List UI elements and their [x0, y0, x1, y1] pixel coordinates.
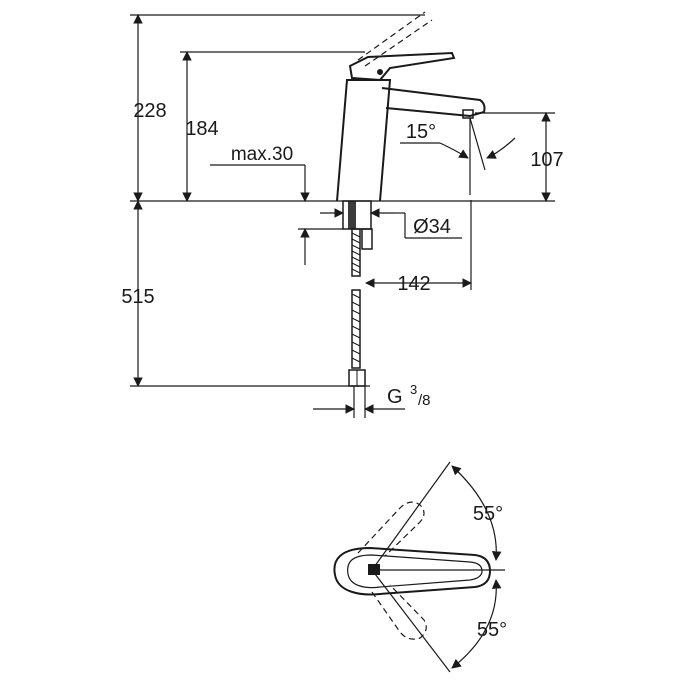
label-thread-g: G	[387, 386, 403, 408]
label-d34: Ø34	[413, 216, 451, 238]
dim-spout-height: 184	[180, 51, 365, 202]
hose-upper	[351, 228, 361, 277]
faucet-spout	[381, 87, 486, 118]
label-228: 228	[133, 100, 166, 122]
arc-lower	[451, 579, 502, 669]
dim-hole-diameter: Ø34	[320, 208, 462, 239]
faucet-top-view: 55° 55°	[333, 461, 507, 673]
dim-spout-angle: 15°	[400, 117, 516, 195]
mounting-nut	[342, 200, 372, 230]
dim-hose-length: 515	[121, 200, 370, 387]
lever-lifted-outline	[357, 11, 426, 61]
label-max30: max.30	[231, 144, 293, 165]
upper-reference-line	[371, 461, 451, 571]
handle-top-outline	[333, 546, 492, 596]
dim-thread: G 3 /8	[313, 382, 431, 418]
handle-top-inner	[347, 554, 483, 589]
dim-projection: 142	[365, 200, 472, 295]
lever-lifted-outline-2	[364, 19, 433, 67]
lever-handle	[348, 51, 456, 82]
faucet-body	[336, 79, 392, 202]
hose-braid-lower	[351, 293, 361, 363]
arc-upper	[451, 465, 502, 561]
dim-total-height: 228	[130, 14, 425, 202]
handle-rotated-down	[371, 584, 427, 640]
handle-pivot	[377, 69, 383, 75]
cold-connector	[361, 228, 373, 250]
label-184: 184	[185, 118, 218, 140]
label-angle-lower: 55°	[477, 619, 507, 641]
label-thread-den: /8	[418, 392, 431, 409]
label-thread-num: 3	[410, 382, 417, 397]
faucet-side-view	[130, 11, 555, 387]
aerator	[462, 109, 474, 119]
label-15-deg: 15°	[406, 121, 436, 143]
dim-deck-thickness: max.30	[210, 144, 343, 265]
label-515: 515	[121, 286, 154, 308]
hose-braid-upper	[351, 232, 361, 274]
mounting-stud	[348, 201, 356, 229]
dim-outlet-height: 107	[475, 112, 564, 202]
arc-arrow-15-right	[486, 137, 516, 159]
hose-lower	[351, 289, 361, 369]
handle-rotated-up	[357, 501, 425, 557]
label-142: 142	[397, 273, 430, 295]
arc-arrow-15-left	[439, 142, 469, 159]
outlet-angled	[469, 117, 486, 171]
lower-reference-line	[371, 569, 451, 673]
label-angle-upper: 55°	[473, 503, 503, 525]
label-107: 107	[530, 149, 563, 171]
